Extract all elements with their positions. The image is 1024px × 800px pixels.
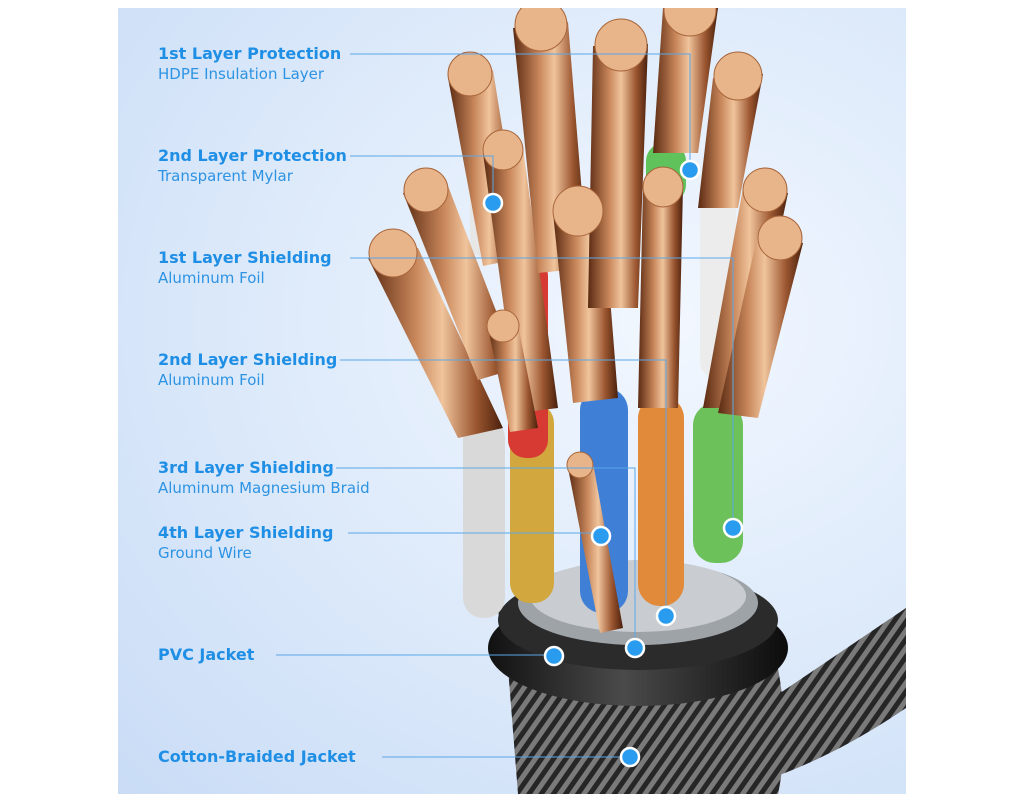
label-2nd-layer-shielding: 2nd Layer Shielding Aluminum Foil: [158, 350, 337, 389]
callout-dot-icon: [679, 159, 701, 181]
label-title: 1st Layer Protection: [158, 44, 342, 63]
label-subtitle: Aluminum Magnesium Braid: [158, 479, 370, 498]
callout-dot-icon: [543, 645, 565, 667]
callout-dot-icon: [624, 637, 646, 659]
label-subtitle: HDPE Insulation Layer: [158, 65, 325, 84]
strand-ends: [368, 8, 803, 479]
label-2nd-layer-protection: 2nd Layer Protection Transparent Mylar: [158, 146, 347, 185]
callout-dot-icon: [482, 192, 504, 214]
label-title: 2nd Layer Shielding: [158, 350, 338, 369]
label-title: Cotton-Braided Jacket: [158, 747, 356, 766]
leader-line: [350, 53, 691, 170]
label-1st-layer-shielding: 1st Layer Shielding Aluminum Foil: [158, 248, 332, 287]
callout-dot-icon: [722, 517, 744, 539]
label-3rd-layer-shielding: 3rd Layer Shielding Aluminum Magnesium B…: [158, 458, 370, 497]
label-subtitle: Aluminum Foil: [158, 269, 265, 288]
label-subtitle: Transparent Mylar: [158, 167, 293, 186]
cable-diagram-panel: 1st Layer Protection HDPE Insulation Lay…: [118, 8, 906, 794]
label-title: 2nd Layer Protection: [158, 146, 347, 165]
label-subtitle: Aluminum Foil: [158, 371, 265, 390]
label-title: 1st Layer Shielding: [158, 248, 332, 267]
callout-dot-icon: [655, 605, 677, 627]
leader-line: [350, 257, 734, 528]
label-cotton-braided-jacket: Cotton-Braided Jacket: [158, 747, 356, 766]
label-title: 4th Layer Shielding: [158, 523, 334, 542]
copper-strands: [368, 8, 803, 633]
leader-line: [336, 467, 636, 648]
white-conductor: [463, 418, 505, 618]
orange-conductor: [638, 396, 684, 606]
label-pvc-jacket: PVC Jacket: [158, 645, 254, 664]
label-1st-layer-protection: 1st Layer Protection HDPE Insulation Lay…: [158, 44, 341, 83]
label-subtitle: Ground Wire: [158, 544, 252, 563]
label-title: 3rd Layer Shielding: [158, 458, 334, 477]
label-title: PVC Jacket: [158, 645, 255, 664]
green-conductor: [693, 403, 743, 563]
leader-lines: [276, 53, 744, 768]
callout-dot-icon: [619, 746, 641, 768]
leader-line: [340, 359, 667, 616]
label-4th-layer-shielding: 4th Layer Shielding Ground Wire: [158, 523, 334, 562]
leader-line: [350, 155, 494, 203]
cable-illustration: [276, 8, 906, 794]
callout-dot-icon: [590, 525, 612, 547]
